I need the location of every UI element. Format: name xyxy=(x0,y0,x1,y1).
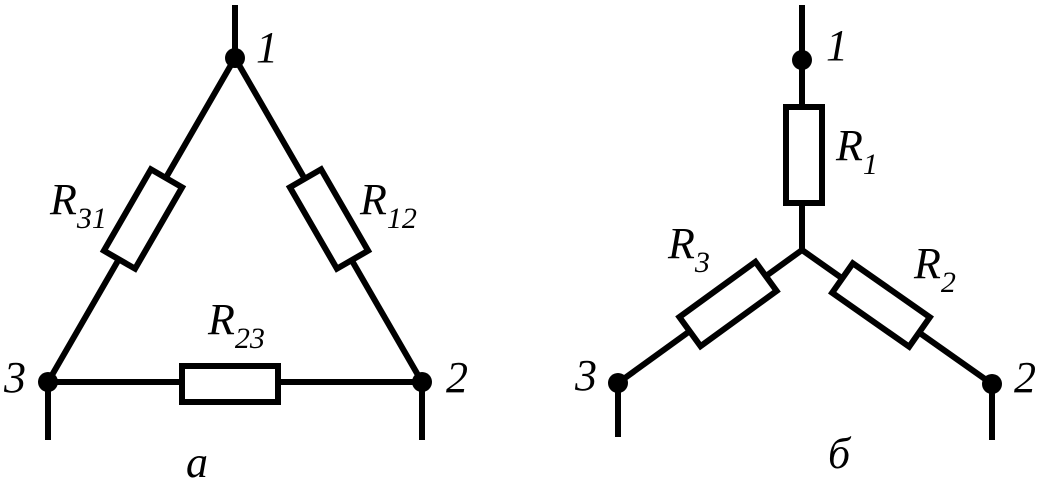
delta-resistor-r23 xyxy=(179,363,281,405)
delta-label-r31: R31 xyxy=(49,175,107,235)
star-node-label-1: 1 xyxy=(826,21,848,70)
star-node-1 xyxy=(792,50,812,70)
delta-node-label-2: 2 xyxy=(446,353,468,402)
delta-caption: а xyxy=(186,438,208,487)
delta-resistor-r31 xyxy=(99,165,187,273)
star-label-r2: R2 xyxy=(913,239,956,299)
delta-label-r23: R23 xyxy=(207,295,265,355)
star-resistor-r2 xyxy=(827,259,935,351)
star-label-r3: R3 xyxy=(667,219,710,279)
star-node-label-3: 3 xyxy=(574,351,597,400)
star-node-label-2: 2 xyxy=(1014,353,1036,402)
star-node-2 xyxy=(982,374,1002,394)
star-resistor-r3 xyxy=(675,257,781,351)
delta-node-2 xyxy=(412,372,432,392)
delta-node-label-3: 3 xyxy=(3,353,26,402)
star-node-3 xyxy=(608,373,628,393)
delta-node-1 xyxy=(225,48,245,68)
delta-circuit: 1 3 2 R31 R12 R23 а xyxy=(3,5,468,487)
star-circuit: 1 3 2 R1 R3 R2 б xyxy=(574,5,1036,478)
delta-resistor-r12 xyxy=(285,165,373,273)
delta-node-3 xyxy=(38,372,58,392)
star-label-r1: R1 xyxy=(835,121,878,181)
delta-node-label-1: 1 xyxy=(256,23,278,72)
star-caption: б xyxy=(828,429,852,478)
star-resistor-r1 xyxy=(783,104,825,206)
delta-label-r12: R12 xyxy=(359,175,417,235)
